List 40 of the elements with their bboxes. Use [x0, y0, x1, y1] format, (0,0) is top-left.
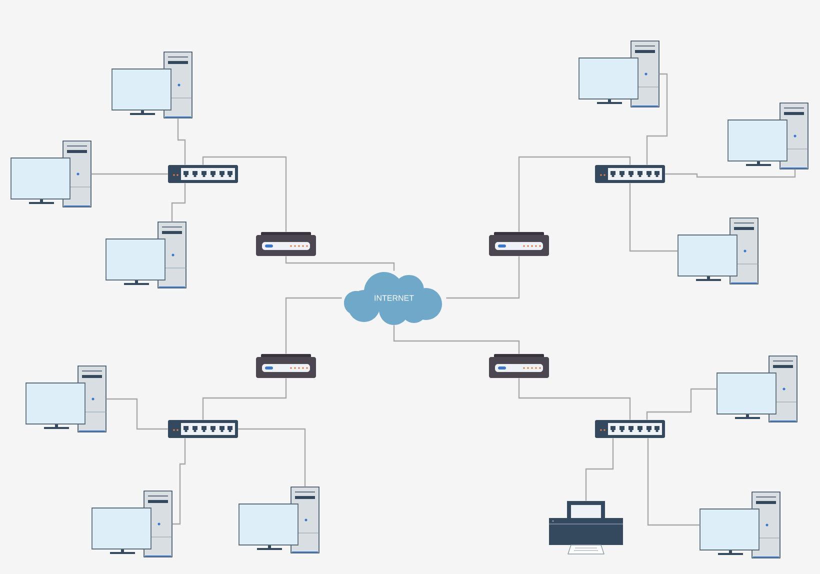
computer-icon	[26, 366, 106, 432]
network-cable	[647, 438, 700, 526]
network-switch-icon	[595, 165, 665, 183]
network-cable	[106, 398, 168, 430]
computer-icon	[578, 40, 660, 108]
computer-icon	[106, 222, 186, 288]
network-cable	[172, 438, 186, 525]
network-switch-icon	[595, 420, 665, 438]
computer-icon	[716, 356, 798, 422]
network-cable	[91, 173, 168, 175]
computer-icon	[92, 490, 172, 558]
network-cable	[238, 428, 306, 487]
router-icon	[489, 354, 549, 378]
network-cable	[171, 183, 186, 222]
computer-icon	[728, 102, 808, 170]
network-cable	[202, 156, 287, 232]
network-cable	[518, 156, 631, 232]
network-cable	[646, 388, 717, 420]
network-switch-icon	[168, 165, 238, 183]
router-icon	[256, 232, 316, 256]
computer-icon	[10, 140, 92, 208]
network-switch-icon	[168, 420, 238, 438]
network-cable	[446, 256, 520, 299]
computer-icon	[700, 492, 780, 558]
computer-icon	[678, 218, 758, 284]
network-cable	[585, 438, 614, 501]
computer-icon	[112, 52, 192, 118]
printer-icon	[548, 501, 624, 554]
network-cable	[629, 183, 678, 252]
router-icon	[489, 232, 549, 256]
network-cable	[646, 73, 668, 165]
network-cable	[177, 118, 186, 165]
network-cable	[285, 297, 342, 354]
network-cable	[202, 378, 287, 420]
network-cable	[518, 378, 631, 420]
network-cable	[285, 256, 395, 271]
network-cable	[665, 169, 796, 178]
network-cable	[393, 325, 520, 354]
router-icon	[256, 354, 316, 378]
computer-icon	[238, 486, 320, 554]
